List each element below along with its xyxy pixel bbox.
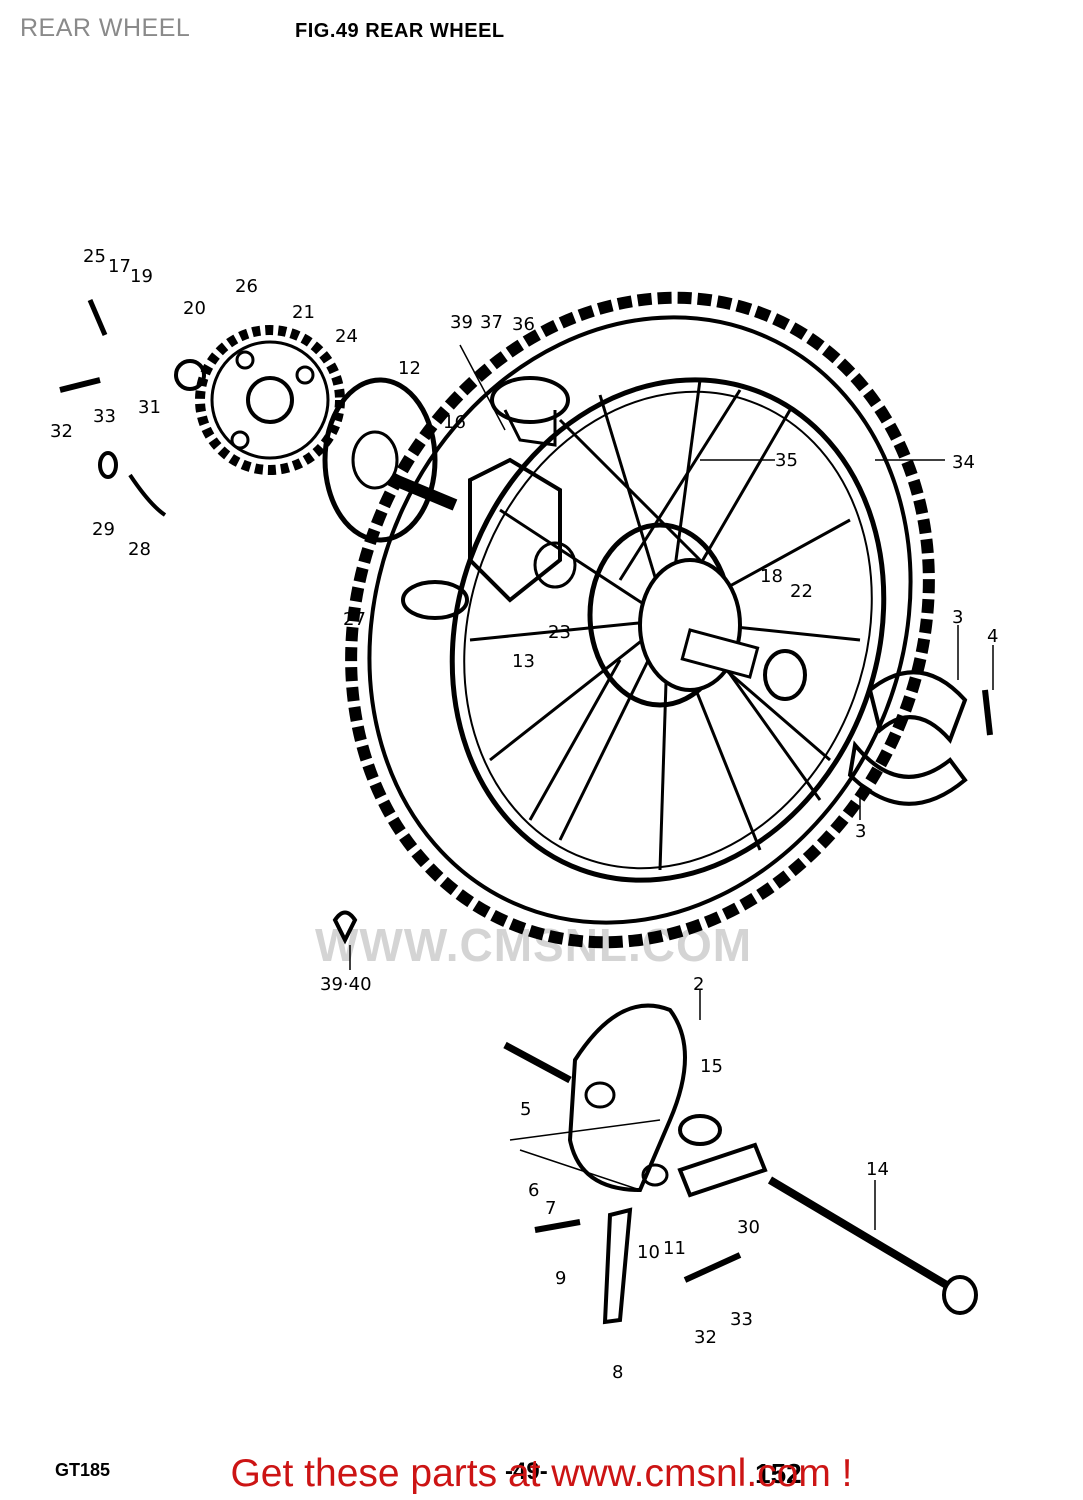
- page-title: REAR WHEEL: [20, 14, 191, 42]
- part-label: 36: [512, 314, 535, 335]
- figure-title: FIG.49 REAR WHEEL: [295, 20, 505, 42]
- part-label: 13: [512, 651, 535, 672]
- part-label: 39: [450, 312, 473, 333]
- part-label: 27: [343, 609, 366, 630]
- part-label: 24: [335, 326, 358, 347]
- part-label: 31: [138, 397, 161, 418]
- part-label: 3: [855, 821, 866, 842]
- part-label: 19: [130, 266, 153, 287]
- part-label: 18: [760, 566, 783, 587]
- part-label: 15: [700, 1056, 723, 1077]
- rear-sprocket: [195, 325, 345, 475]
- part-label: 34: [952, 452, 975, 473]
- part-label: 17: [108, 256, 131, 277]
- part-label: 5: [520, 1099, 531, 1120]
- part-label: 4: [987, 626, 998, 647]
- part-number-labels: 25 17 19 20 26 21 24 12 16 39 37 36 35 3…: [50, 246, 998, 1383]
- footer-shop-link[interactable]: Get these parts at www.cmsnl.com !: [230, 1452, 853, 1495]
- part-label: 28: [128, 539, 151, 560]
- part-label: 35: [775, 450, 798, 471]
- tube-parts: [401, 376, 570, 620]
- part-label: 30: [737, 1217, 760, 1238]
- model-code: GT185: [55, 1460, 111, 1480]
- axle-and-arms: [59, 299, 978, 1325]
- part-label: 21: [292, 302, 315, 323]
- part-label: 3: [952, 607, 963, 628]
- part-label: 33: [93, 406, 116, 427]
- part-label: 22: [790, 581, 813, 602]
- leader-lines: [349, 344, 994, 1230]
- brake-shoes: [847, 670, 993, 806]
- part-label: 26: [235, 276, 258, 297]
- hub-cushions: [468, 457, 577, 603]
- part-label: 8: [612, 1362, 623, 1383]
- part-label: 39·40: [320, 974, 372, 995]
- sprocket-drum: [322, 377, 458, 543]
- part-label: 7: [545, 1198, 556, 1219]
- part-label: 12: [398, 358, 421, 379]
- part-label: 11: [663, 1238, 686, 1259]
- part-label: 37: [480, 312, 503, 333]
- part-label: 10: [637, 1242, 660, 1263]
- part-label: 6: [528, 1180, 539, 1201]
- part-label: 23: [548, 622, 571, 643]
- part-label: 9: [555, 1268, 566, 1289]
- part-label: 25: [83, 246, 106, 267]
- part-label: 29: [92, 519, 115, 540]
- page-number: -49-: [505, 1458, 548, 1485]
- part-label: 32: [50, 421, 73, 442]
- brake-panel: [567, 1003, 687, 1193]
- part-label: 2: [693, 974, 704, 995]
- page-number-secondary: 152: [755, 1458, 802, 1489]
- part-label: 16: [443, 412, 466, 433]
- part-label: 20: [183, 298, 206, 319]
- rear-hub: [587, 522, 807, 708]
- part-label: 14: [866, 1159, 889, 1180]
- part-label: 33: [730, 1309, 753, 1330]
- part-label: 32: [694, 1327, 717, 1348]
- wheel-spokes: [469, 379, 861, 871]
